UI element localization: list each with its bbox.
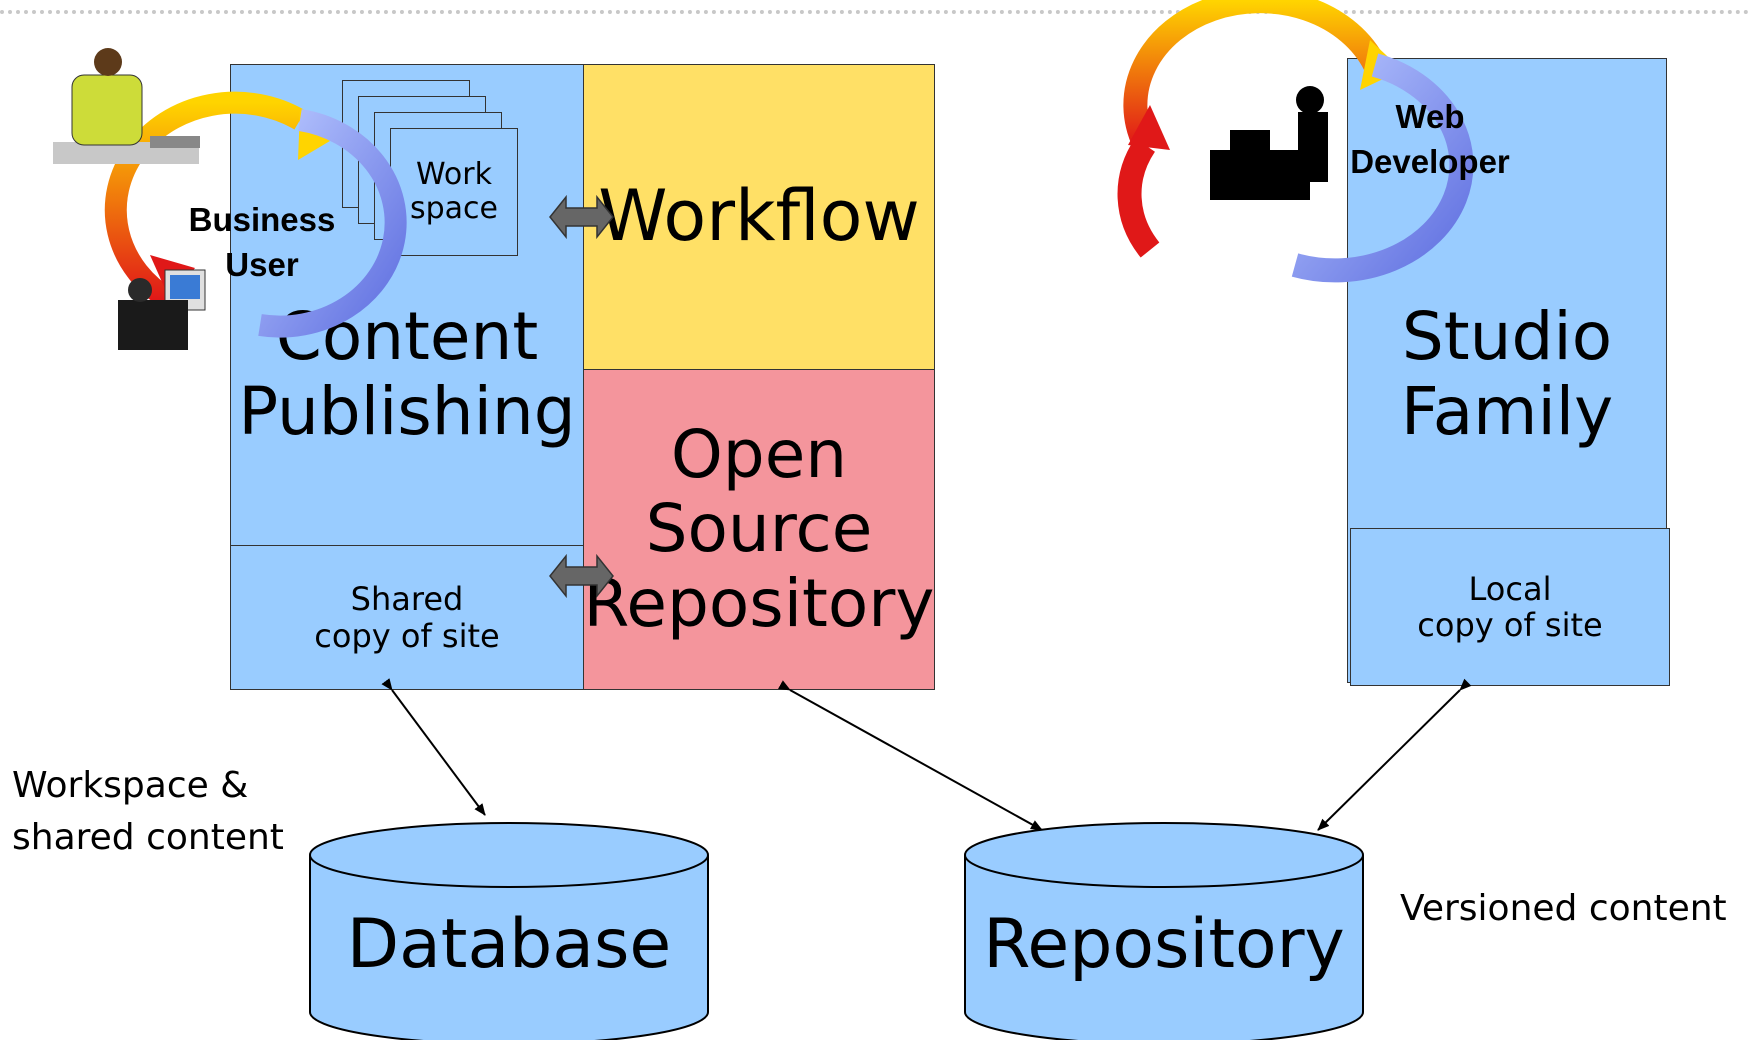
workspace-page: Work space [390, 128, 518, 256]
repository-cylinder [964, 822, 1364, 1040]
studio-family-title: Studio Family [1400, 298, 1614, 450]
web-developer-cycle-icon [1117, 0, 1474, 283]
repository-connector-studio [1317, 678, 1472, 831]
shared-copy-label: Shared copy of site [314, 580, 500, 655]
web-developer-label: Web Developer [1350, 97, 1510, 180]
business-user-label: Business User [188, 200, 336, 283]
database-cylinder [309, 822, 709, 1040]
business-user-person-phone-icon [53, 48, 200, 164]
workspace-workflow-arrow [549, 194, 614, 240]
open-source-repository-panel: Open Source Repository [583, 369, 935, 690]
business-user-person-computer-icon [118, 269, 206, 350]
web-developer-person-icon [1210, 86, 1328, 200]
repository-connector-center [777, 680, 1043, 831]
shared-repository-arrow [549, 553, 614, 599]
top-dotted-rule [0, 10, 1750, 14]
repository-label: Repository [983, 904, 1345, 984]
open-source-repository-label: Open Source Repository [583, 415, 935, 642]
workspace-label: Work space [409, 157, 498, 226]
workspace-shared-annotation: Workspace & shared content [12, 765, 284, 859]
local-copy-label: Local copy of site [1417, 569, 1603, 644]
versioned-content-annotation: Versioned content [1400, 888, 1727, 929]
database-connector [381, 678, 486, 816]
workflow-label: Workflow [598, 175, 920, 258]
local-copy-panel: Local copy of site [1350, 528, 1670, 686]
database-label: Database [346, 904, 672, 984]
content-publishing-title: Content Publishing [238, 298, 576, 450]
workflow-panel: Workflow [583, 64, 935, 370]
